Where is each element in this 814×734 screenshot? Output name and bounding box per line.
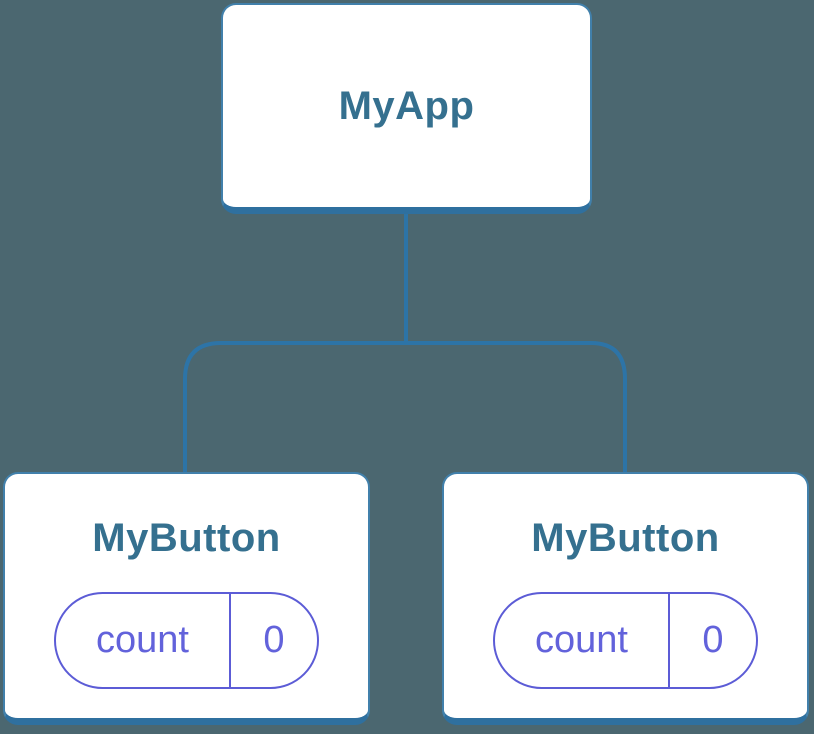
state-pill: count 0 (493, 592, 758, 689)
state-key: count (495, 594, 670, 687)
node-label: MyButton (531, 516, 720, 560)
state-value: 0 (702, 619, 724, 661)
state-pill: count 0 (54, 592, 319, 689)
state-key: count (56, 594, 231, 687)
node-myapp: MyApp (221, 3, 592, 214)
node-label: MyButton (92, 516, 281, 560)
node-mybutton-left: MyButton count 0 (3, 472, 370, 725)
node-label: MyApp (338, 84, 475, 128)
state-value: 0 (263, 619, 285, 661)
node-mybutton-right: MyButton count 0 (442, 472, 809, 725)
children-bracket-line (183, 341, 627, 472)
